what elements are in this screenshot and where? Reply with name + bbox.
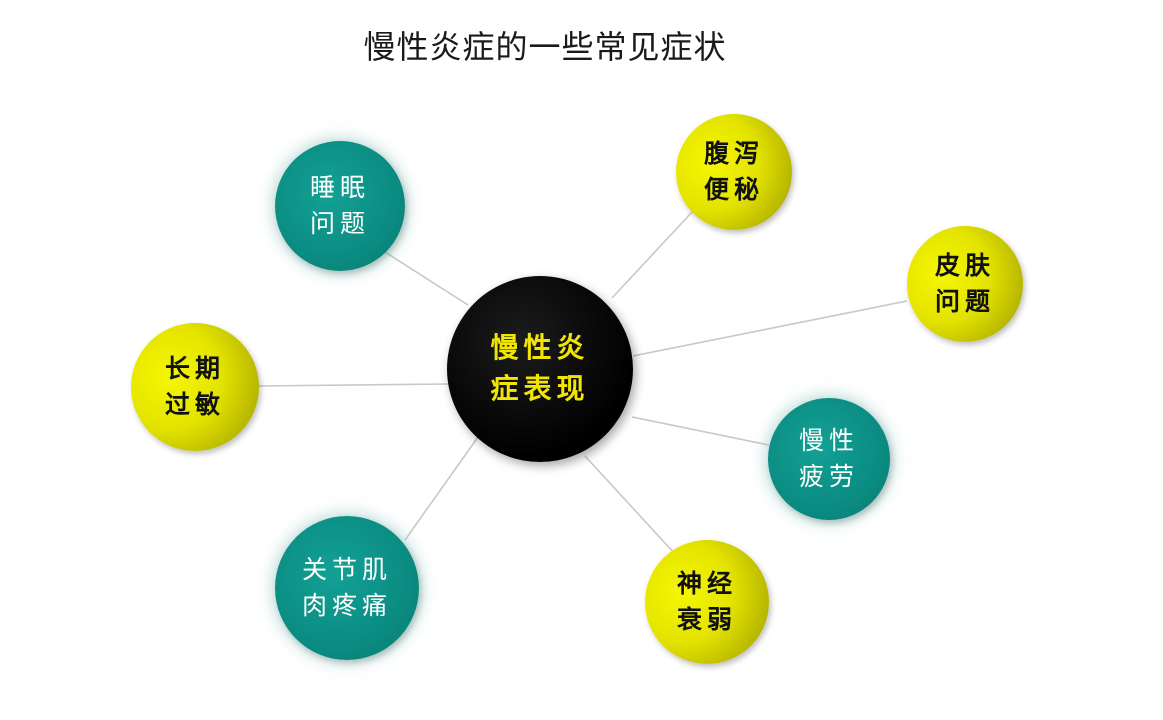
connector-skin xyxy=(632,300,908,357)
node-chronic-allergy: 长期 过敏 xyxy=(131,323,259,451)
node-label-line1: 神经 xyxy=(676,568,737,598)
node-label-line1: 睡眠 xyxy=(309,172,370,202)
node-neurasthenia: 神经 衰弱 xyxy=(645,540,769,664)
center-node-line2: 症表现 xyxy=(490,372,590,405)
diagram-title: 慢性炎症的一些常见症状 xyxy=(363,28,727,66)
node-sleep-problems: 睡眠 问题 xyxy=(275,141,405,271)
node-label-line1: 腹泻 xyxy=(703,138,764,168)
connector-gut xyxy=(611,210,694,299)
center-node: 慢性炎 症表现 xyxy=(447,276,633,462)
node-label-line2: 问题 xyxy=(309,209,370,238)
node-label-line1: 皮肤 xyxy=(934,250,995,280)
node-label-line2: 便秘 xyxy=(703,175,764,204)
node-label-line2: 问题 xyxy=(934,287,995,316)
node-label-line1: 慢性 xyxy=(798,425,859,455)
node-label-line2: 疲劳 xyxy=(798,462,859,491)
connector-nerve xyxy=(584,455,677,556)
connector-sleep xyxy=(384,251,469,306)
connector-allergy xyxy=(258,383,449,387)
node-chronic-fatigue: 慢性 疲劳 xyxy=(768,398,890,520)
node-label-line2: 过敏 xyxy=(164,390,225,419)
node-joint-muscle-pain: 关节肌 肉疼痛 xyxy=(275,516,419,660)
connector-fatigue xyxy=(631,416,770,446)
node-label-line2: 肉疼痛 xyxy=(301,591,392,620)
node-diarrhea-constipation: 腹泻 便秘 xyxy=(676,114,792,230)
node-label-line1: 长期 xyxy=(164,353,225,383)
center-node-line1: 慢性炎 xyxy=(490,331,590,365)
node-label-line1: 关节肌 xyxy=(301,554,392,584)
node-skin-problems: 皮肤 问题 xyxy=(907,226,1023,342)
connector-joint xyxy=(404,436,479,541)
node-label-line2: 衰弱 xyxy=(676,605,737,634)
